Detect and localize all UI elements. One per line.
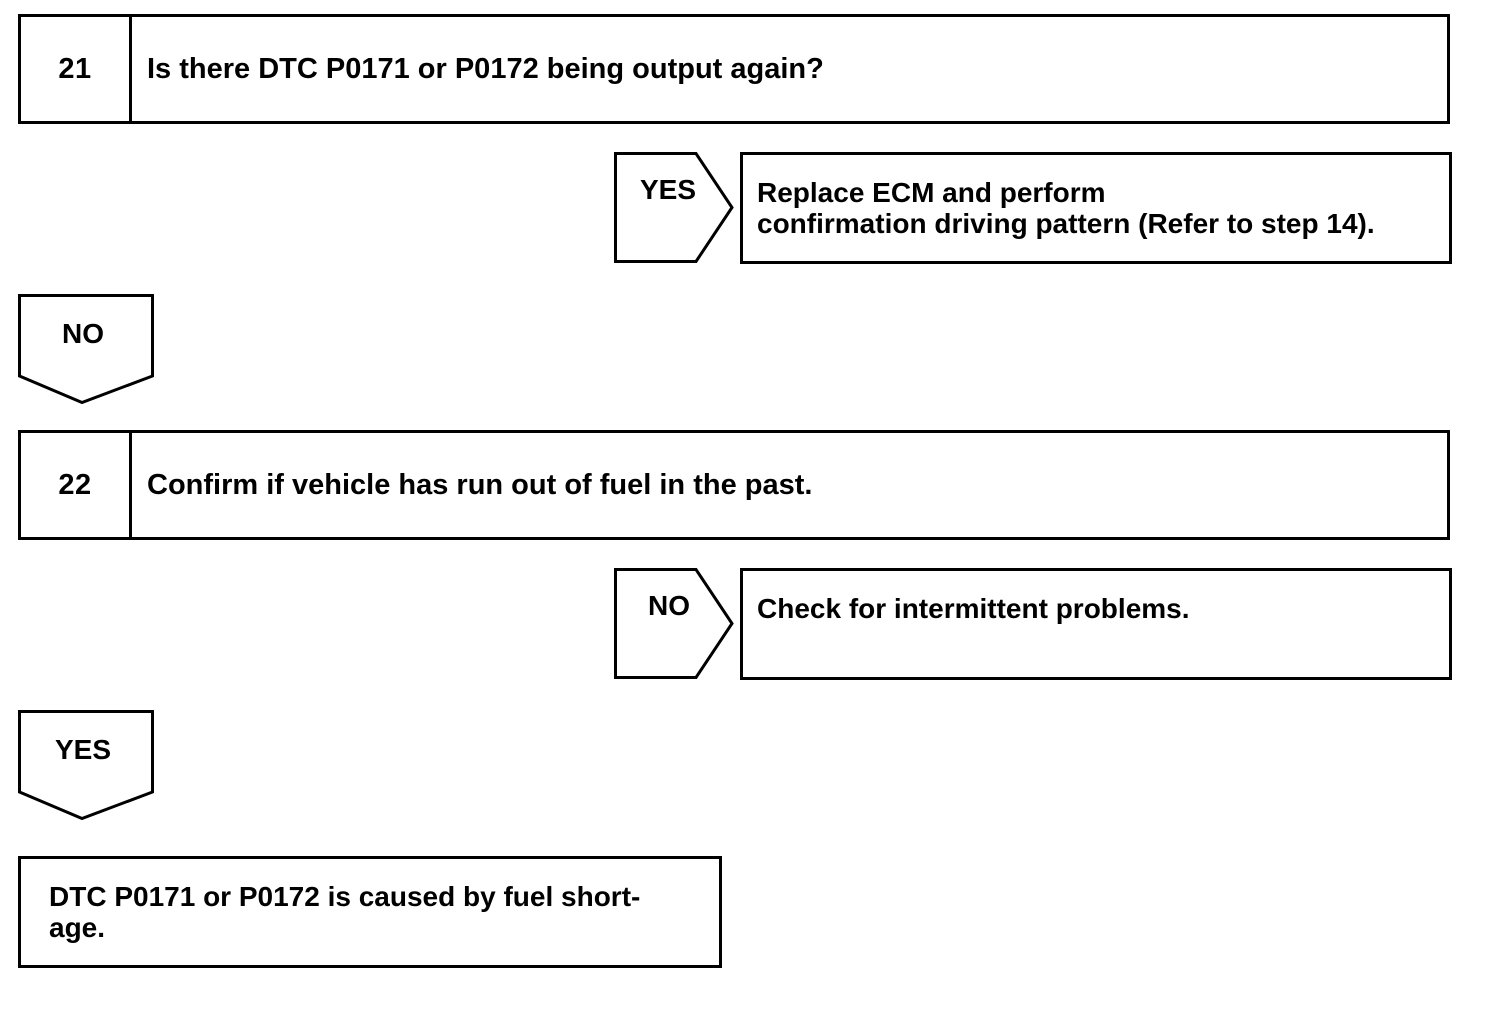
step-22-no-result-box: Check for intermittent problems. xyxy=(740,568,1452,680)
step-22-no-label: NO xyxy=(648,590,690,621)
step-22-box: 22 Confirm if vehicle has run out of fue… xyxy=(18,430,1450,540)
step-21-no-label: NO xyxy=(62,318,104,349)
step-22-question: Confirm if vehicle has run out of fuel i… xyxy=(147,468,813,501)
step-22-no-result: Check for intermittent problems. xyxy=(757,593,1190,624)
step-21-yes-arrow: YES xyxy=(614,152,736,264)
step-21-question: Is there DTC P0171 or P0172 being output… xyxy=(147,52,824,85)
step-21-yes-result: Replace ECM and perform confirmation dri… xyxy=(757,177,1375,239)
right-arrow-shape xyxy=(614,568,734,679)
step-21-yes-label: YES xyxy=(639,174,697,205)
down-arrow-shape xyxy=(18,710,154,821)
right-arrow-shape xyxy=(614,152,734,263)
step-21-yes-result-box: Replace ECM and perform confirmation dri… xyxy=(740,152,1452,264)
step-22-yes-label: YES xyxy=(54,734,112,765)
final-result-text: DTC P0171 or P0172 is caused by fuel sho… xyxy=(49,881,641,943)
step-21-number: 21 xyxy=(21,17,132,121)
final-result-box: DTC P0171 or P0172 is caused by fuel sho… xyxy=(18,856,722,968)
step-22-yes-arrow: YES xyxy=(18,710,154,821)
step-22-number: 22 xyxy=(21,433,132,537)
step-21-no-arrow: NO xyxy=(18,294,154,405)
down-arrow-shape xyxy=(18,294,154,405)
step-22-no-arrow: NO xyxy=(614,568,736,680)
step-21-box: 21 Is there DTC P0171 or P0172 being out… xyxy=(18,14,1450,124)
